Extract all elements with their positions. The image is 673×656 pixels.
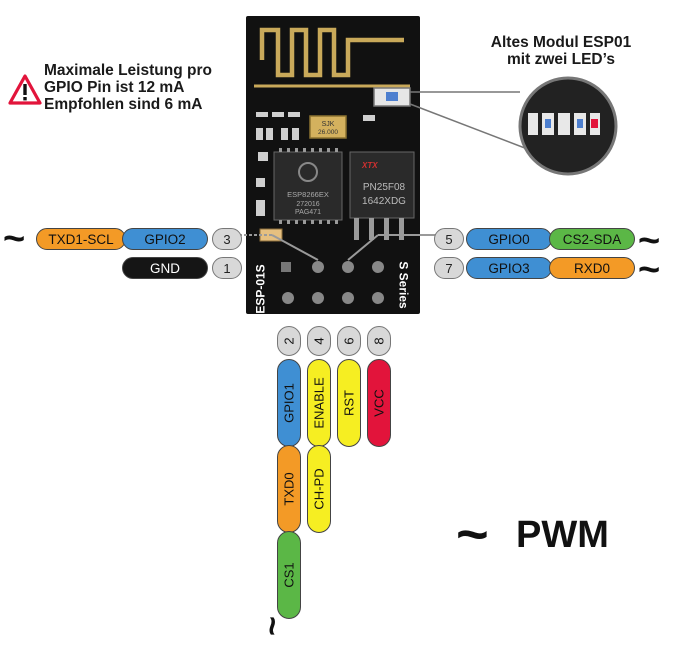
pin2-label-txd0: TXD0 bbox=[277, 445, 301, 533]
old-module-line: mit zwei LED’s bbox=[507, 51, 615, 68]
pin8-number: 8 bbox=[367, 326, 391, 356]
pin6-label-rst-text: RST bbox=[341, 390, 357, 416]
pin4-number: 4 bbox=[307, 326, 331, 356]
warning-line: Maximale Leistung pro bbox=[44, 62, 212, 79]
pin2-label-gpio1: GPIO1 bbox=[277, 359, 301, 447]
warning-note: Maximale Leistung pro GPIO Pin ist 12 mA… bbox=[44, 62, 212, 113]
pin5-label-cs2sda: CS2-SDA bbox=[549, 228, 635, 250]
pin6-number-text: 6 bbox=[341, 337, 357, 345]
pwm-legend-symbol: ~ bbox=[456, 502, 489, 565]
pin2-number: 2 bbox=[277, 326, 301, 356]
crystal bbox=[309, 115, 347, 139]
pwm-marker: ~ bbox=[638, 220, 661, 262]
pin1-label-gnd: GND bbox=[122, 257, 208, 279]
warning-icon bbox=[8, 74, 42, 105]
soc-text: 272016 bbox=[296, 201, 319, 208]
pin2-label-cs1-text: CS1 bbox=[281, 562, 297, 588]
pin7-label-rxd0: RXD0 bbox=[549, 257, 635, 279]
crystal-text: 26.000 bbox=[318, 129, 338, 136]
pin4-label-enable: ENABLE bbox=[307, 359, 331, 447]
pin4-label-chpd-text: CH-PD bbox=[311, 468, 327, 510]
flash-chip: XTX PN25F08 1642XDG bbox=[349, 151, 415, 240]
flash-text: PN25F08 bbox=[363, 182, 406, 193]
pwm-legend-label: PWM bbox=[516, 514, 609, 556]
pin1-number: 1 bbox=[212, 257, 242, 279]
pin8-number-text: 8 bbox=[371, 337, 387, 345]
pin6-label-rst: RST bbox=[337, 359, 361, 447]
pin3-number: 3 bbox=[212, 228, 242, 250]
pin2-number-text: 2 bbox=[281, 337, 297, 345]
antenna-trace bbox=[254, 27, 410, 88]
pin2-label-txd0-text: TXD0 bbox=[281, 472, 297, 506]
header-pins bbox=[281, 261, 384, 304]
pin6-number: 6 bbox=[337, 326, 361, 356]
pin5-label-gpio0: GPIO0 bbox=[466, 228, 552, 250]
pwm-marker: ~ bbox=[253, 616, 291, 636]
soc-text: ESP8266EX bbox=[287, 190, 329, 199]
pin4-label-enable-text: ENABLE bbox=[311, 377, 327, 429]
connector-lines bbox=[240, 234, 436, 261]
pin7-number: 7 bbox=[434, 257, 464, 279]
pin8-label-vcc: VCC bbox=[367, 359, 391, 447]
old-module-note: Altes Modul ESP01 mit zwei LED’s bbox=[485, 34, 637, 68]
crystal-text: SJK bbox=[322, 121, 335, 128]
pin8-label-vcc-text: VCC bbox=[371, 389, 387, 417]
warning-line: GPIO Pin ist 12 mA bbox=[44, 79, 185, 96]
pwm-marker: ~ bbox=[638, 249, 661, 291]
pin2-label-cs1: CS1 bbox=[277, 531, 301, 619]
pin2-label-gpio1-text: GPIO1 bbox=[281, 383, 297, 423]
old-module-led-zoom bbox=[518, 76, 618, 176]
board-model-label: ESP-01S bbox=[253, 264, 268, 314]
smd-parts bbox=[256, 112, 375, 216]
soc-text: PAG471 bbox=[295, 209, 321, 216]
soc-chip: ESP8266EX 272016 PAG471 bbox=[273, 148, 343, 224]
pin3-label-txd1scl: TXD1-SCL bbox=[36, 228, 126, 250]
old-module-line: Altes Modul ESP01 bbox=[490, 34, 632, 51]
pwm-marker: ~ bbox=[3, 218, 26, 260]
pin5-number: 5 bbox=[434, 228, 464, 250]
pin4-label-chpd: CH-PD bbox=[307, 445, 331, 533]
pin3-label-gpio2: GPIO2 bbox=[122, 228, 208, 250]
flash-text: 1642XDG bbox=[362, 196, 406, 207]
board-series-label: S Series bbox=[396, 261, 411, 309]
warning-line: Empfohlen sind 6 mA bbox=[44, 96, 203, 113]
pin7-label-gpio3: GPIO3 bbox=[466, 257, 552, 279]
flash-brand: XTX bbox=[361, 161, 378, 170]
pin4-number-text: 4 bbox=[311, 337, 327, 345]
